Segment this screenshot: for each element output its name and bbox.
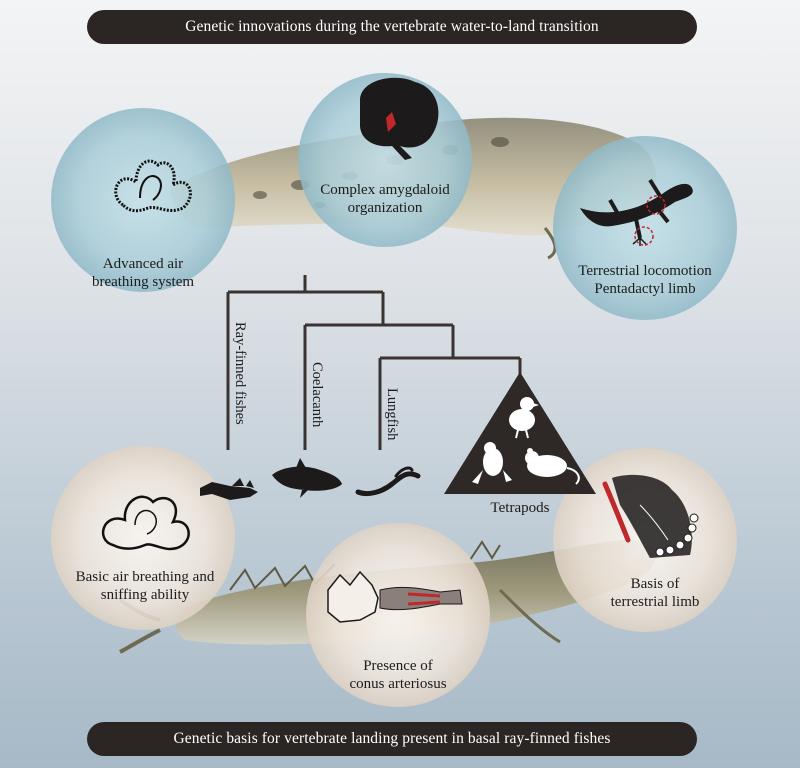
heart-vessel-icon <box>327 570 463 623</box>
brain-icon <box>360 77 439 160</box>
lung-outline-icon <box>114 159 192 213</box>
mouse-icon <box>525 448 580 485</box>
basic-air-circle <box>51 446 235 630</box>
conus-label: Presence of conus arteriosus <box>349 658 447 692</box>
salamander-icon <box>580 178 693 246</box>
taxon-lungfish-label: Lungfish <box>384 388 400 441</box>
taxon-ray-finned-label: Ray-finned fishes <box>232 322 248 425</box>
air-breathing-circle <box>51 108 235 292</box>
bichir-silhouette-icon <box>200 478 258 500</box>
basic-air-label: Basic air breathing and sniffing ability <box>75 569 215 603</box>
phylogenetic-tree <box>226 275 522 450</box>
limb-circle <box>553 136 737 320</box>
conus-circle <box>306 523 490 707</box>
footer-banner: Genetic basis for vertebrate landing pre… <box>87 722 697 756</box>
tetrapod-triangle <box>444 372 596 494</box>
title-text: Genetic innovations during the vertebrat… <box>185 18 599 35</box>
fin-skeleton-icon <box>602 474 699 558</box>
frog-icon <box>472 442 512 484</box>
taxon-tetrapods-label: Tetrapods <box>490 500 550 516</box>
taxon-coelacanth-label: Coelacanth <box>309 362 325 428</box>
amygdala-label: Complex amygdaloid organization <box>320 182 450 216</box>
footer-text: Genetic basis for vertebrate landing pre… <box>173 730 611 747</box>
limb-basis-label: Basis of terrestrial limb <box>610 576 700 610</box>
air-breathing-label: Advanced air breathing system <box>91 256 195 290</box>
simple-lung-icon <box>101 495 190 551</box>
chick-icon <box>509 397 539 439</box>
lungfish-silhouette-icon <box>355 466 421 497</box>
amygdala-circle <box>298 73 472 247</box>
limb-basis-circle <box>553 448 737 632</box>
title-banner: Genetic innovations during the vertebrat… <box>87 10 697 44</box>
coelacanth-silhouette-icon <box>272 458 342 498</box>
limb-label: Terrestrial locomotion Pentadactyl limb <box>578 263 712 297</box>
